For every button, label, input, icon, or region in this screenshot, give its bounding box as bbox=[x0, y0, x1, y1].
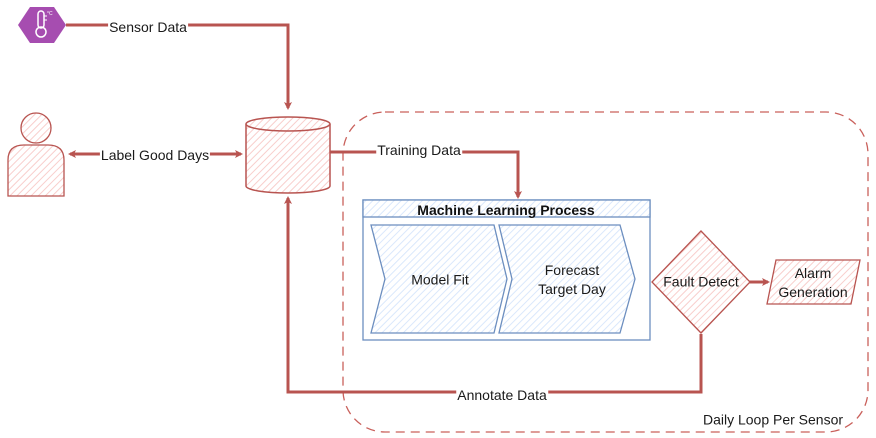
annotate-data-label: Annotate Data bbox=[456, 387, 548, 403]
alarm-generation-label: Alarm Generation bbox=[778, 265, 848, 300]
model-fit-step bbox=[370, 224, 508, 334]
edge-sensor-data bbox=[66, 23, 292, 110]
ml-process-container bbox=[362, 199, 651, 341]
ml-process-title: Machine Learning Process bbox=[417, 202, 595, 218]
database-icon bbox=[245, 116, 331, 194]
sensor-data-label: Sensor Data bbox=[108, 19, 188, 35]
svg-text:°C: °C bbox=[47, 11, 53, 17]
fault-detect-diamond bbox=[651, 230, 751, 334]
edge-training-data bbox=[330, 150, 522, 199]
forecast-step bbox=[498, 224, 636, 334]
forecast-target-day-label: Forecast Target Day bbox=[538, 262, 606, 297]
training-data-label: Training Data bbox=[376, 142, 462, 158]
label-good-days-label: Label Good Days bbox=[99, 147, 211, 163]
alarm-generation-shape bbox=[766, 259, 861, 305]
model-fit-label: Model Fit bbox=[411, 271, 469, 288]
fault-detect-label: Fault Detect bbox=[663, 273, 739, 290]
thermometer-icon: °C bbox=[18, 7, 66, 43]
daily-loop-container bbox=[342, 111, 869, 433]
person-icon bbox=[7, 112, 65, 197]
daily-loop-label: Daily Loop Per Sensor bbox=[702, 411, 844, 428]
